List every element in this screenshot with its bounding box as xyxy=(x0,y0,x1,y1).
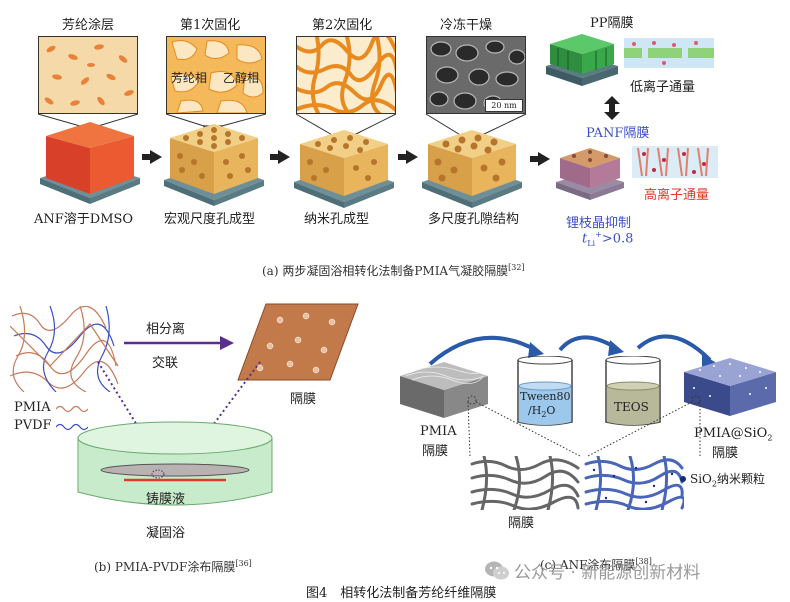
label-ethanol-phase: 乙醇相 xyxy=(223,71,260,85)
wechat-icon xyxy=(485,561,509,579)
caption-panel-b: (b) PMIA-PVDF涂布隔膜[36] xyxy=(94,559,252,574)
beaker-teos-image xyxy=(605,356,661,426)
label-pmia: PMIA xyxy=(14,400,51,415)
process-arrow-icon xyxy=(124,336,234,350)
zoom-dotted-lines xyxy=(467,395,701,457)
pmia-sio2-cube-image xyxy=(684,358,776,416)
cube-macro-pores xyxy=(164,124,264,206)
inset-first-cure: 芳纶相 乙醇相 xyxy=(166,36,266,114)
high-flux-image xyxy=(632,146,718,178)
inset-sem-image: 20 nm xyxy=(426,36,526,114)
caption-panel-c: (c) ANF涂布隔膜[38] xyxy=(540,557,652,572)
label-aramid-coating: 芳纶涂层 xyxy=(62,18,115,33)
magnification-lines xyxy=(97,361,261,473)
label-separator-c: 隔膜 xyxy=(422,444,449,459)
sio2-fiber-mesh-image xyxy=(584,456,684,510)
label-macro-pores: 宏观尺度孔成型 xyxy=(164,212,256,227)
pvdf-legend-line xyxy=(56,423,88,431)
label-freeze-dry: 冷冻干燥 xyxy=(440,18,493,33)
inset-connector-lines xyxy=(37,113,527,149)
aramid-droplets-image xyxy=(44,44,134,106)
phase-network-image xyxy=(170,40,264,113)
pmia-fiber-mesh-image xyxy=(470,456,580,510)
sio2-dot-icon xyxy=(680,476,686,482)
label-pmia-sio2: PMIA@SiO2 xyxy=(694,426,773,443)
beaker-tween80-image xyxy=(517,356,573,426)
label-membrane-c: 隔膜 xyxy=(508,516,535,531)
arrow-right-icon xyxy=(530,152,550,166)
label-crosslinking: 交联 xyxy=(152,356,179,371)
label-membrane-b: 隔膜 xyxy=(290,392,317,407)
label-first-cure: 第1次固化 xyxy=(180,18,241,33)
arrow-right-icon xyxy=(270,150,290,164)
sem-pores-image xyxy=(429,40,525,111)
pp-separator-image xyxy=(546,34,618,86)
label-high-ion-flux: 高离子通量 xyxy=(644,188,710,203)
label-anf-dmso: ANF溶于DMSO xyxy=(34,212,134,227)
label-transference-number: tLi+>0.8 xyxy=(582,230,634,248)
watermark-text: 公众号 · 新能源创新材料 xyxy=(514,563,701,583)
cube-multiscale-pores xyxy=(422,130,522,208)
cube-anf-dmso xyxy=(40,122,140,204)
membrane-sheet-image xyxy=(237,303,359,381)
arrow-right-icon xyxy=(142,150,162,164)
pmia-cube-image xyxy=(400,362,488,418)
inset-second-cure xyxy=(296,36,396,114)
figure-title: 图4 相转化法制备芳纶纤维隔膜 xyxy=(306,586,497,601)
label-dendrite-suppression: 锂枝晶抑制 xyxy=(566,216,632,231)
label-tween80: Tween80 xyxy=(520,390,571,403)
label-sio2-nanoparticles: SiO2纳米颗粒 xyxy=(690,472,766,489)
label-teos: TEOS xyxy=(614,400,649,414)
low-flux-image xyxy=(624,38,714,68)
coagulation-bath-image xyxy=(77,421,273,506)
label-casting-solution: 铸膜液 xyxy=(146,492,186,507)
label-pmia-c: PMIA xyxy=(420,424,457,439)
caption-panel-a: (a) 两步凝固浴相转化法制备PMIA气凝胶隔膜[32] xyxy=(262,263,525,278)
label-aramid-phase: 芳纶相 xyxy=(171,71,208,85)
label-coagulation-bath: 凝固浴 xyxy=(146,526,186,541)
label-separator-sio2: 隔膜 xyxy=(712,446,739,461)
label-nano-pores: 纳米孔成型 xyxy=(304,212,370,227)
label-pvdf: PVDF xyxy=(14,418,52,433)
label-pp-separator: PP隔膜 xyxy=(590,16,634,31)
label-multiscale-pores: 多尺度孔隙结构 xyxy=(428,212,520,227)
fiber-tangle-image xyxy=(10,306,119,392)
process-curve-arrows xyxy=(428,334,718,368)
pmia-legend-line xyxy=(56,405,88,413)
label-panf-separator: PANF隔膜 xyxy=(586,126,650,141)
inset-aramid-coating xyxy=(38,36,138,114)
label-phase-separation: 相分离 xyxy=(146,322,186,337)
arrow-right-icon xyxy=(398,150,418,164)
cube-nano-pores xyxy=(294,130,394,208)
label-second-cure: 第2次固化 xyxy=(312,18,373,33)
double-arrow-icon xyxy=(604,96,620,120)
watermark: 公众号 · 新能源创新材料 xyxy=(484,558,700,583)
nanopore-network-image xyxy=(297,37,395,113)
panf-separator-image xyxy=(556,148,624,200)
label-water: /H2O xyxy=(528,404,556,420)
label-low-ion-flux: 低离子通量 xyxy=(630,80,696,95)
scale-bar: 20 nm xyxy=(485,99,523,112)
